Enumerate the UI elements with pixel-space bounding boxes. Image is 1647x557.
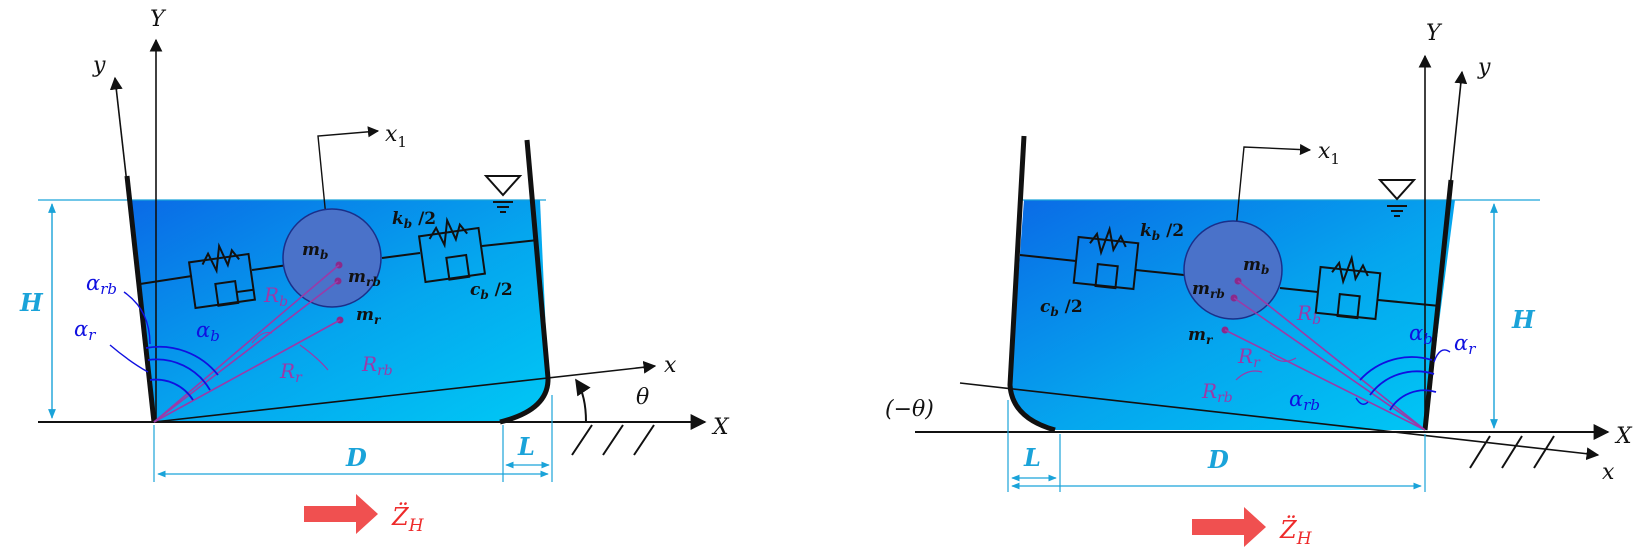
right-y-label: y (1477, 55, 1491, 80)
right-alpha-b-label: αb (1409, 321, 1433, 348)
left-X-label: X (711, 415, 730, 440)
right-ball-mass (1183, 220, 1283, 320)
left-alpha-r-label: αr (74, 317, 96, 344)
left-angle-arcs (145, 345, 219, 401)
left-spring-damper-left (139, 242, 296, 310)
left-y-label: y (92, 53, 106, 78)
left-x-axis (153, 360, 657, 423)
right-angle-leaders (1355, 349, 1451, 405)
right-x1-label: x1 (1318, 139, 1340, 168)
right-cb-label: cb /2 (1040, 297, 1083, 319)
right-ground-hatch (1469, 435, 1555, 469)
left-x-label: x (664, 353, 677, 378)
right-D-label: D (1207, 445, 1229, 474)
left-H-label: H (19, 288, 44, 317)
right-excitation-arrow (1192, 507, 1266, 547)
left-Rr-label: Rr (279, 359, 303, 386)
right-x-axis (959, 382, 1600, 461)
left-diagram: Y y X x x1 θ H D L αrb αr αb Rb Rr Rrb m… (19, 7, 730, 536)
right-D-dimension (1007, 400, 1426, 492)
right-alpha-r-label: αr (1454, 331, 1476, 358)
right-mr-label: mr (1188, 325, 1214, 347)
left-spring-damper-right (381, 216, 539, 284)
right-radius-leaders (1235, 354, 1297, 381)
left-alpha-b-label: αb (196, 318, 220, 345)
left-mb-label: mb (302, 240, 328, 262)
right-x-label: x (1602, 460, 1615, 485)
left-D-dimension (153, 395, 553, 482)
right-L-label: L (1023, 443, 1041, 472)
left-theta-arc (575, 378, 591, 423)
right-tank-left-wall (1007, 135, 1056, 433)
left-x1-label: x1 (385, 122, 407, 151)
right-spring-damper-right (1279, 254, 1441, 321)
left-radius-lines (153, 264, 341, 423)
right-Y-label: Y (1426, 21, 1443, 46)
right-y-axis (1424, 70, 1468, 431)
left-Rb-label: Rb (263, 283, 288, 310)
left-mr-label: mr (356, 305, 382, 327)
left-kb-label: kb /2 (392, 209, 436, 231)
right-water-level-symbol (1377, 179, 1417, 217)
left-radius-leaders (251, 331, 329, 371)
left-ball-mass (282, 208, 382, 308)
right-mb-label: mb (1243, 255, 1269, 277)
left-water-level-symbol (483, 175, 523, 213)
right-angle-arcs (1359, 356, 1437, 411)
right-H-label: H (1511, 305, 1536, 334)
left-mrb-label: mrb (348, 267, 381, 289)
right-excitation-label: Z̈H (1279, 516, 1313, 549)
left-y-axis (109, 76, 155, 423)
left-D-label: D (345, 443, 367, 472)
right-diagram: Y y X x x1 (−θ) H D L αb αr αrb Rb Rr Rr… (885, 21, 1633, 549)
right-Rb-label: Rb (1296, 301, 1321, 328)
right-mrb-label: mrb (1192, 279, 1225, 301)
right-theta-label: (−θ) (885, 397, 934, 422)
left-Y-label: Y (150, 7, 167, 32)
left-cb-label: cb /2 (470, 280, 513, 302)
left-alpha-rb-label: αrb (86, 271, 117, 298)
left-excitation-label: Z̈H (391, 503, 425, 536)
left-angle-leaders (109, 291, 151, 373)
right-alpha-rb-label: αrb (1289, 387, 1320, 414)
left-L-label: L (517, 432, 535, 461)
right-kb-label: kb /2 (1140, 221, 1184, 243)
left-Rrb-label: Rrb (361, 352, 393, 379)
right-spring-damper-left (1019, 225, 1185, 291)
right-Rr-label: Rr (1237, 344, 1261, 371)
left-ground-hatch (571, 424, 655, 456)
left-theta-label: θ (636, 385, 649, 410)
left-excitation-arrow (304, 494, 378, 534)
right-Rrb-label: Rrb (1201, 379, 1233, 406)
right-X-label: X (1614, 424, 1633, 449)
